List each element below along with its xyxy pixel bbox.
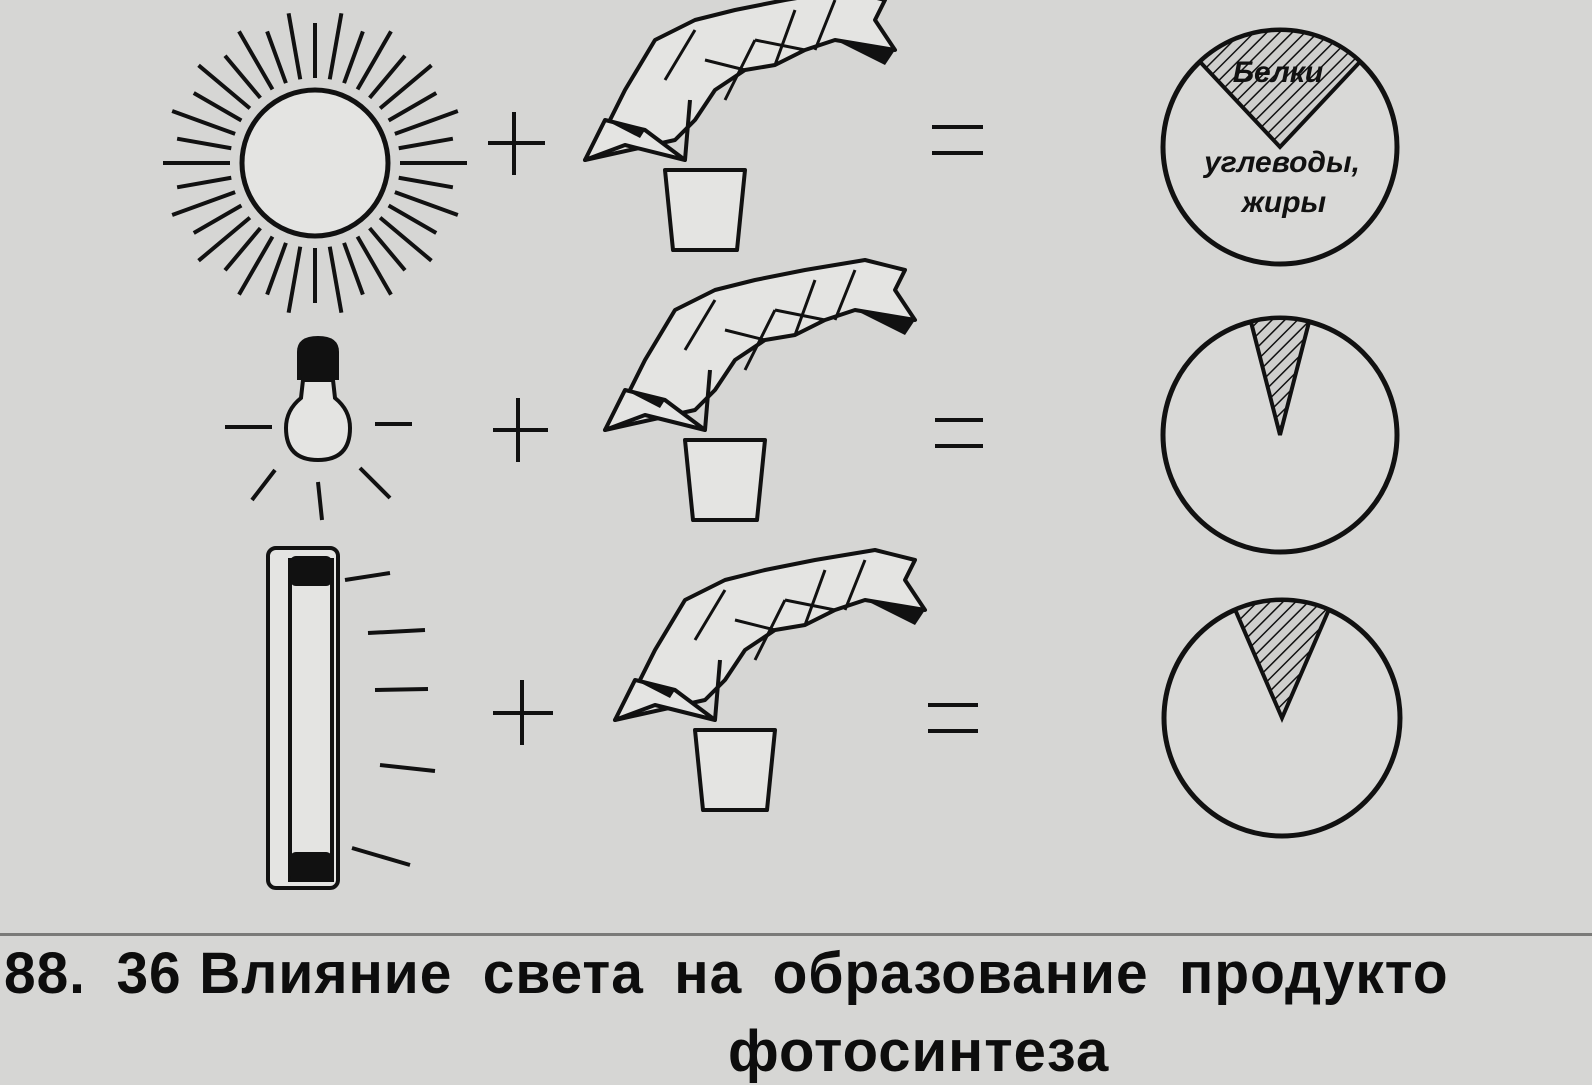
sun-icon: [163, 12, 467, 314]
sun-ray: [192, 91, 243, 123]
sun-ray: [237, 235, 275, 296]
equals-sign: [935, 418, 983, 448]
sun-ray: [265, 242, 288, 296]
pie-slice-protein: [1197, 28, 1363, 150]
sun-ray: [171, 190, 236, 217]
potted-plant-icon: [583, 0, 897, 252]
sun-ray: [387, 203, 438, 235]
sun-ray: [327, 246, 344, 314]
pie-label-protein: Белки: [1233, 56, 1323, 89]
sun-ray: [368, 54, 407, 100]
equals-sign: [928, 703, 978, 733]
sun-ray: [265, 30, 288, 84]
caption-line-2: фотосинтеза: [728, 1019, 1110, 1084]
plus-sign: [488, 112, 545, 175]
caption-line-1: 88. 36 Влияние света на образование проду…: [4, 940, 1449, 1007]
plus-sign: [493, 398, 548, 462]
sun-ray: [387, 91, 438, 123]
caption-title: Влияние света на образование продукто: [199, 941, 1449, 1006]
sun-ray: [176, 175, 232, 190]
pie-chart-protein-fluorescent: [1161, 597, 1403, 839]
sun-ray: [171, 109, 236, 136]
pie-label-fats: жиры: [1240, 186, 1327, 219]
pie-chart-protein-bulb: [1160, 315, 1400, 555]
sun-ray: [398, 175, 454, 190]
sun-ray: [378, 63, 433, 110]
light-bulb-icon: [225, 336, 412, 521]
pie-label-carbs: углеводы,: [1202, 146, 1360, 179]
sun-ray: [394, 109, 459, 136]
sun-ray: [286, 246, 303, 314]
potted-plant-icon: [613, 548, 927, 812]
sun-ray: [223, 54, 262, 100]
sun-ray: [237, 30, 275, 91]
sun-ray: [398, 136, 454, 151]
sun-ray: [192, 203, 243, 235]
potted-plant-icon: [603, 258, 917, 522]
fluorescent-lamp-icon: [266, 546, 436, 890]
sun-ray: [342, 30, 365, 84]
sun-ray: [378, 216, 433, 263]
sun-ray: [286, 12, 303, 80]
plus-sign: [493, 680, 553, 745]
slide-number: 88. 36: [4, 941, 182, 1006]
sun-ray: [355, 235, 393, 296]
sun-ray: [197, 216, 252, 263]
sun-ray: [355, 30, 393, 91]
pie-slice-protein: [1232, 598, 1332, 724]
sun-ray: [394, 190, 459, 217]
pie-slice-protein: [1248, 316, 1312, 436]
sun-ray: [342, 242, 365, 296]
equals-sign: [932, 125, 983, 155]
caption-divider: [0, 933, 1592, 936]
sun-ray: [176, 136, 232, 151]
sun-ray: [197, 63, 252, 110]
sun-ray: [327, 12, 344, 80]
sun-ray: [368, 226, 407, 272]
photosynthesis-diagram: Белки углеводы, жиры: [163, 0, 1403, 890]
pie-chart-protein-sun: [1160, 27, 1400, 267]
sun-ray: [223, 226, 262, 272]
